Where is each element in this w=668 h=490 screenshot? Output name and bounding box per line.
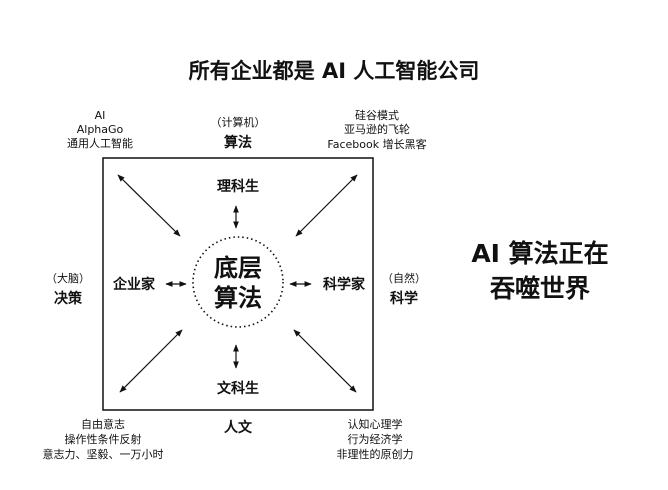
corner-text: 操作性条件反射 — [65, 432, 142, 446]
corner-text: AlphaGo — [77, 123, 124, 136]
inner-right-label: 科学家 — [323, 276, 366, 293]
inner-bottom-label: 文科生 — [217, 380, 259, 397]
outer-right-main: 科学 — [390, 290, 418, 307]
corner-text: 亚马逊的飞轮 — [344, 122, 410, 136]
corner-text: 硅谷模式 — [355, 109, 399, 122]
outer-left-sub: （大脑） — [46, 271, 90, 285]
inner-left-label: 企业家 — [112, 276, 156, 293]
corner-bottom-left: 自由意志 操作性条件反射 意志力、坚毅、一万小时 — [43, 417, 164, 461]
outer-top-main: 算法 — [224, 134, 252, 151]
corner-text: AI — [95, 109, 106, 122]
outer-top-sub: （计算机） — [211, 115, 266, 129]
center-circle — [192, 236, 284, 328]
arrow-top-right — [295, 174, 358, 237]
corner-text: 认知心理学 — [348, 417, 403, 431]
corner-bottom-right: 认知心理学 行为经济学 非理性的原创力 — [337, 417, 414, 461]
outer-left-main: 决策 — [54, 290, 83, 307]
frame-box — [102, 157, 374, 411]
arrows — [117, 174, 358, 393]
center-label-line2: 算法 — [214, 284, 262, 312]
corner-text: Facebook 增长黑客 — [327, 137, 426, 151]
corner-top-left: AI AlphaGo 通用人工智能 — [67, 109, 133, 150]
corner-text: 行为经济学 — [348, 432, 403, 446]
center-label-line1: 底层 — [214, 254, 262, 282]
corner-text: 意志力、坚毅、一万小时 — [43, 447, 164, 461]
arrow-bottom-left — [119, 329, 183, 393]
corner-text: 非理性的原创力 — [337, 447, 414, 461]
slogan-line2: 吞噬世界 — [490, 274, 590, 303]
corner-text: 通用人工智能 — [67, 136, 133, 150]
outer-right-sub: （自然） — [382, 271, 426, 285]
inner-top-label: 理科生 — [217, 178, 259, 195]
arrow-top-left — [117, 174, 181, 237]
outer-bottom-main: 人文 — [224, 419, 253, 436]
slogan-line1: AI 算法正在 — [471, 239, 608, 268]
corner-top-right: 硅谷模式 亚马逊的飞轮 Facebook 增长黑客 — [327, 109, 426, 151]
page-title: 所有企业都是 AI 人工智能公司 — [189, 59, 480, 83]
arrow-bottom-right — [293, 329, 357, 393]
corner-text: 自由意志 — [81, 417, 125, 431]
